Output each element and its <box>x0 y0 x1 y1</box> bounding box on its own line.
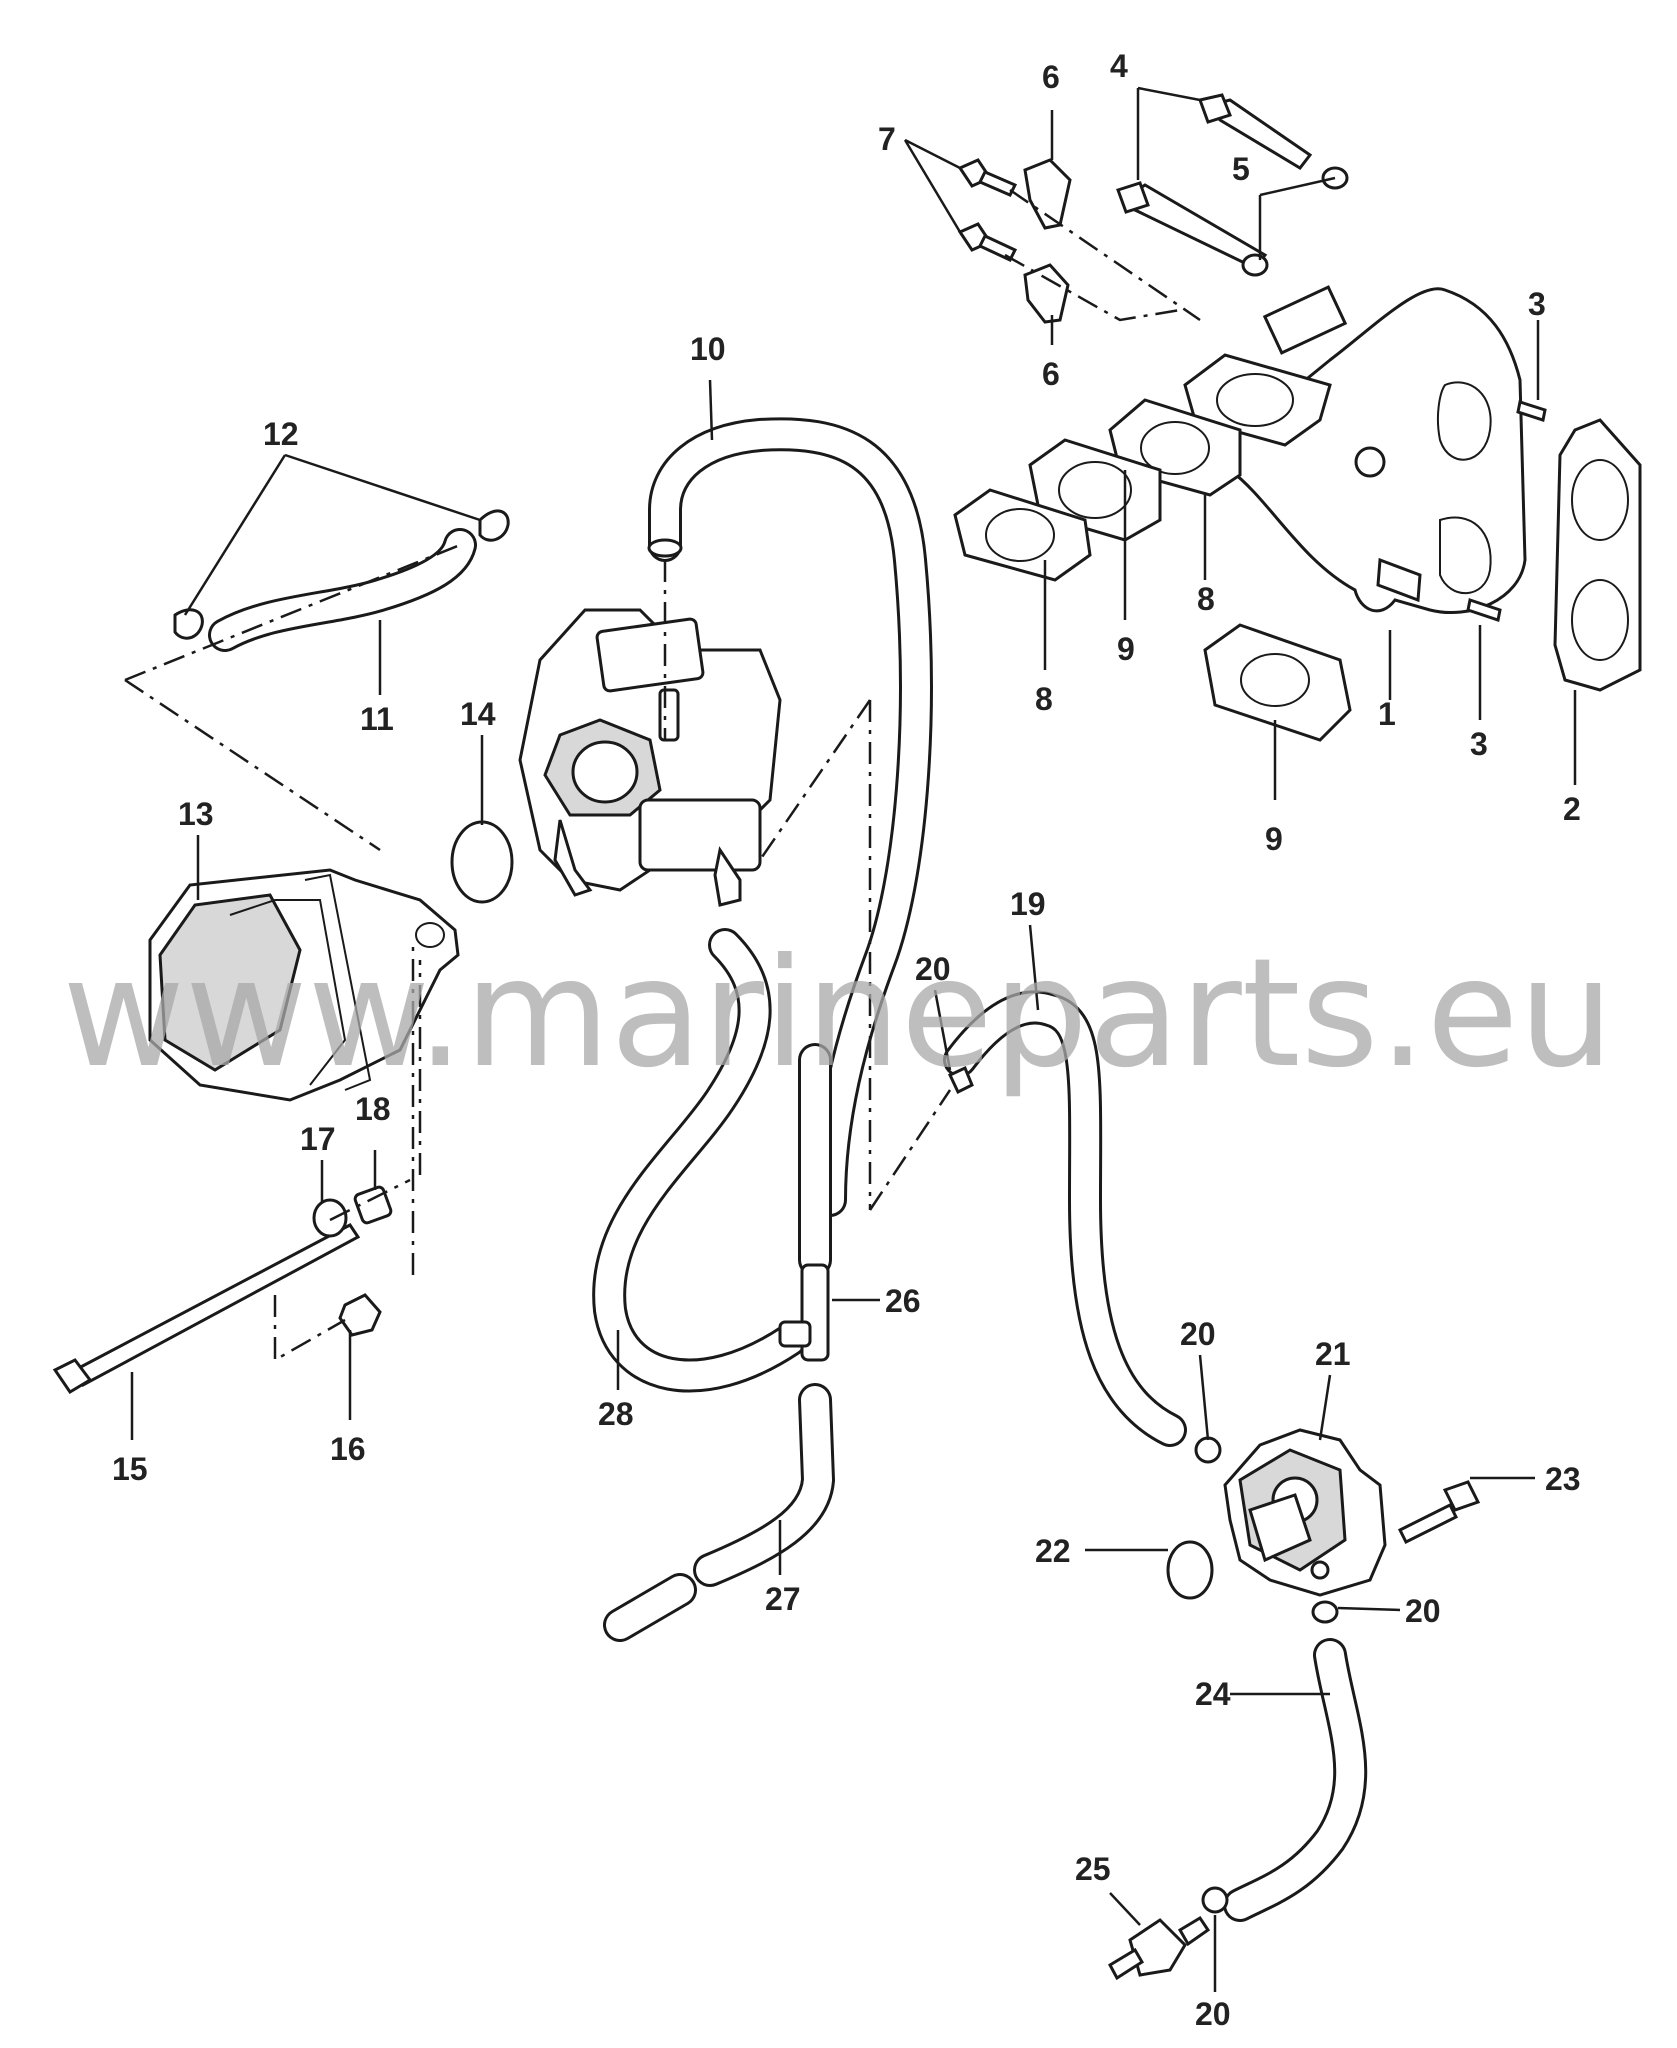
callout-12: 12 <box>263 416 299 452</box>
clamp-12-upper <box>478 509 510 542</box>
callout-5: 5 <box>1232 151 1250 187</box>
hose-10 <box>647 417 933 1217</box>
callout-6-upper: 6 <box>1042 59 1060 95</box>
callout-8-lower: 8 <box>1035 681 1053 717</box>
hose-24 <box>1223 1638 1368 1922</box>
bolt-4-lower <box>1116 181 1268 270</box>
callout-20-top: 20 <box>915 951 951 987</box>
clip-20-b <box>1194 1436 1222 1464</box>
callout-3-lower: 3 <box>1470 726 1488 762</box>
callout-14: 14 <box>460 696 496 732</box>
assembly-lines <box>124 188 1201 1363</box>
callout-9-upper: 9 <box>1117 631 1135 667</box>
leader-lines <box>130 86 1577 1992</box>
hose-19 <box>943 990 1187 1447</box>
callout-16: 16 <box>330 1431 366 1467</box>
callout-18: 18 <box>355 1091 391 1127</box>
carburetor <box>518 608 782 907</box>
t-fitting-26 <box>778 1263 830 1362</box>
bolt-15 <box>52 1223 361 1395</box>
fitting-25 <box>1108 1915 1211 1981</box>
callout-28: 28 <box>598 1396 634 1432</box>
bolt-4-upper <box>1198 93 1313 170</box>
clamp-6-upper <box>1023 158 1072 230</box>
o-ring-22 <box>1166 1540 1214 1600</box>
callout-4: 4 <box>1110 48 1128 84</box>
air-silencer-13 <box>148 868 460 1102</box>
spacer-9-lower <box>1203 623 1352 742</box>
callout-20-bottom: 20 <box>1195 1996 1231 2032</box>
callout-24: 24 <box>1195 1676 1231 1712</box>
callout-26: 26 <box>885 1283 921 1319</box>
callout-9-lower: 9 <box>1265 821 1283 857</box>
intake-manifold-1 <box>1190 285 1527 615</box>
callout-labels: 1 2 3 3 4 5 6 6 7 8 8 9 9 10 11 12 13 14… <box>112 48 1581 2032</box>
callout-1: 1 <box>1378 696 1396 732</box>
callout-11: 11 <box>360 701 394 737</box>
callout-7: 7 <box>878 121 896 157</box>
callout-22: 22 <box>1035 1533 1071 1569</box>
callout-20-pump-outlet: 20 <box>1405 1593 1441 1629</box>
gasket-8-lower <box>953 488 1092 582</box>
callout-3-upper: 3 <box>1528 286 1546 322</box>
callout-23: 23 <box>1545 1461 1581 1497</box>
hose-11 <box>208 528 477 652</box>
screw-7-lower <box>957 222 1018 262</box>
callout-25: 25 <box>1075 1851 1111 1887</box>
washer-5-lower <box>1241 253 1269 277</box>
clamp-6-lower <box>1023 263 1070 324</box>
hose-28 <box>592 928 807 1393</box>
callout-10: 10 <box>690 331 726 367</box>
callout-20-pump-inlet: 20 <box>1180 1316 1216 1352</box>
o-ring-14 <box>450 820 514 904</box>
washer-17 <box>312 1198 348 1238</box>
clamp-12-lower <box>173 608 204 640</box>
bolt-23 <box>1397 1480 1481 1545</box>
callout-8-upper: 8 <box>1197 581 1215 617</box>
callout-15: 15 <box>112 1451 148 1487</box>
clip-20-a <box>948 1065 974 1095</box>
callout-27: 27 <box>765 1581 801 1617</box>
hose-27 <box>603 1383 835 1642</box>
clip-20-c <box>1311 1600 1339 1624</box>
clip-20-d <box>1201 1886 1229 1914</box>
bushing-18 <box>353 1185 393 1225</box>
callout-19: 19 <box>1010 886 1046 922</box>
callout-2: 2 <box>1563 791 1581 827</box>
fuel-pump-21 <box>1223 1428 1387 1597</box>
callout-13: 13 <box>178 796 214 832</box>
callout-6-lower: 6 <box>1042 356 1060 392</box>
callout-17: 17 <box>300 1121 336 1157</box>
watermark: www.marineparts.eu <box>62 927 1614 1101</box>
callout-21: 21 <box>1315 1336 1351 1372</box>
gasket-2 <box>1553 418 1642 692</box>
stud-3-upper <box>1516 400 1547 422</box>
screw-7-upper <box>957 158 1018 197</box>
nut-16 <box>338 1293 382 1337</box>
stud-3-lower <box>1466 598 1502 622</box>
